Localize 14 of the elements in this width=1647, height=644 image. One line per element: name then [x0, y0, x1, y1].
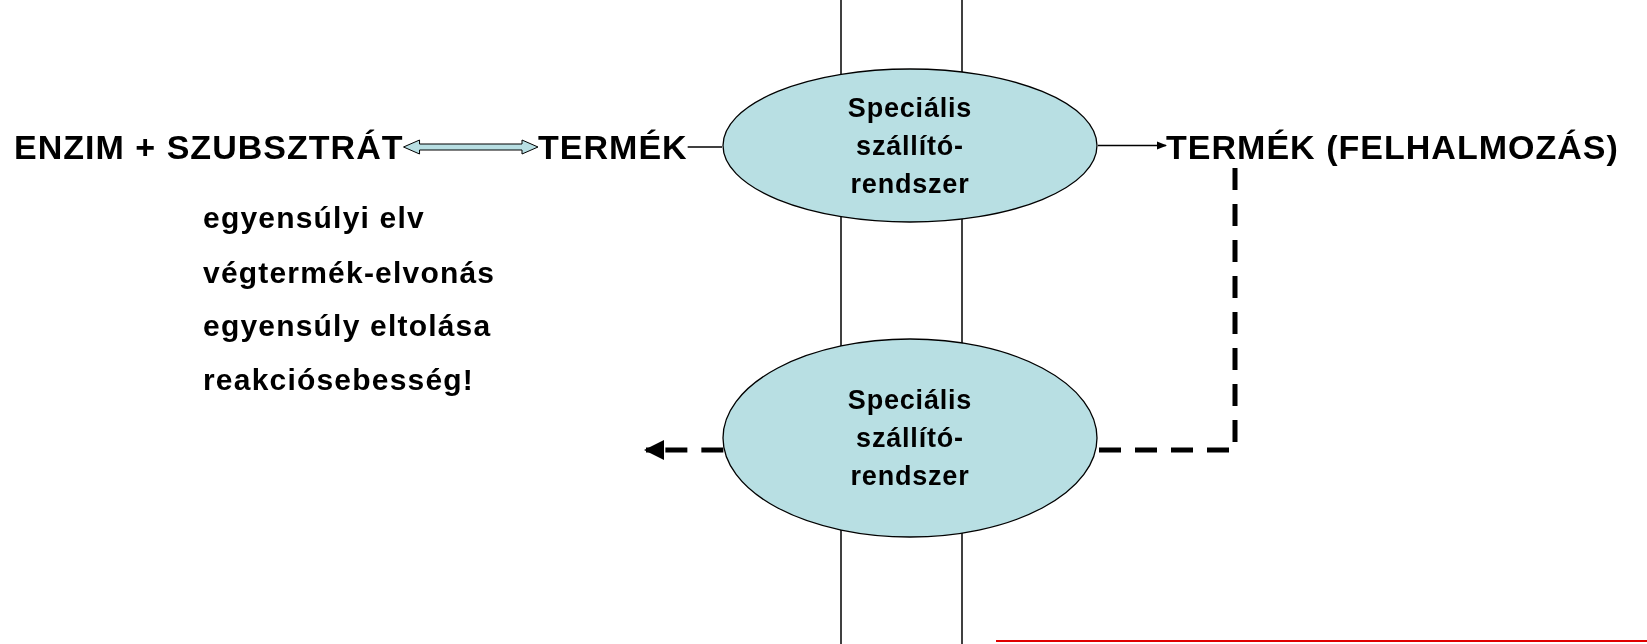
node-label: TERMÉK [538, 127, 688, 168]
node-label: Speciális szállító- rendszer [846, 384, 974, 493]
connector-line [687, 146, 723, 148]
node-label: ENZIM + SZUBSZTRÁT [14, 127, 404, 168]
note-text: egyensúly eltolása [203, 308, 492, 344]
arrow [1097, 141, 1168, 150]
arrow [644, 440, 724, 460]
note-text: végtermék-elvonás [203, 255, 496, 291]
connector-line [1096, 168, 1238, 453]
double-arrow [403, 139, 539, 155]
note-text: egyensúlyi elv [203, 200, 425, 236]
node-label: Speciális szállító- rendszer [846, 91, 974, 201]
node-label: TERMÉK (FELHALMOZÁS) [1166, 127, 1619, 168]
note-text: reakciósebesség! [203, 362, 475, 398]
